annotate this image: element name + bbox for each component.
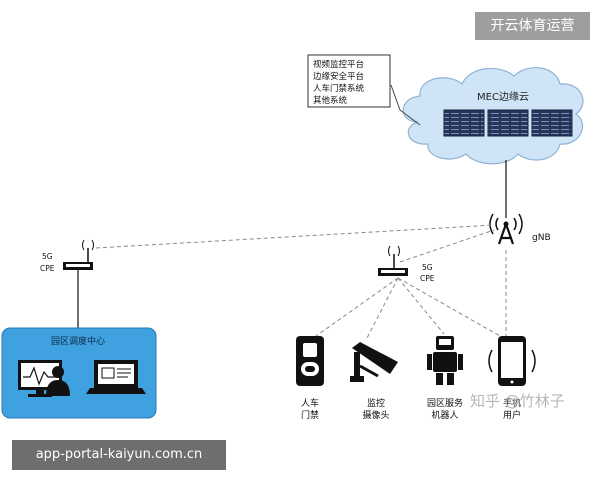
brand-badge: 开云体育运营 <box>475 12 590 40</box>
mec-servers <box>443 109 573 137</box>
platform-item: 其他系统 <box>313 95 348 106</box>
device-label: 摄像头 <box>362 409 389 421</box>
device-label: 机器人 <box>431 409 458 421</box>
device-label: 用户 <box>503 409 521 421</box>
mec-cloud-title: MEC边缘云 <box>477 90 529 103</box>
server-icon <box>443 109 485 137</box>
monitor-operator-icon <box>18 360 70 397</box>
platform-item: 边缘安全平台 <box>313 71 364 82</box>
cpe-left-label: 5G <box>42 252 53 261</box>
platform-list-box <box>307 54 391 108</box>
device-label: 人车 <box>301 397 319 409</box>
platform-item: 人车门禁系统 <box>313 83 365 94</box>
cpe-center-label: 5G <box>422 263 433 272</box>
laptop-icon <box>86 360 146 394</box>
device-label: 园区服务 <box>427 397 463 409</box>
watermark: 知乎 @竹林子 <box>470 392 565 410</box>
dispatch-center-title: 园区调度中心 <box>51 335 105 347</box>
server-icon <box>487 109 529 137</box>
robot-icon <box>427 336 463 385</box>
platform-connector <box>390 84 421 126</box>
cpe-left-label: CPE <box>40 264 55 273</box>
mobile-phone-icon <box>488 336 536 386</box>
cpe-center-label: CPE <box>420 274 435 283</box>
url-label: app-portal-kaiyun.com.cn <box>12 440 226 470</box>
platform-item: 视频监控平台 <box>313 59 364 70</box>
cpe-router-icon <box>63 239 94 270</box>
gnb-label: gNB <box>532 233 551 243</box>
cpe-router-icon <box>378 245 408 276</box>
device-label: 监控 <box>367 397 385 409</box>
surveillance-camera-icon <box>350 342 398 382</box>
device-label: 手机 <box>503 397 521 409</box>
device-label: 门禁 <box>301 409 319 421</box>
access-gate-icon <box>296 336 324 386</box>
wireless-links <box>95 224 507 341</box>
gnb-antenna-icon <box>489 213 523 245</box>
server-icon <box>531 109 573 137</box>
